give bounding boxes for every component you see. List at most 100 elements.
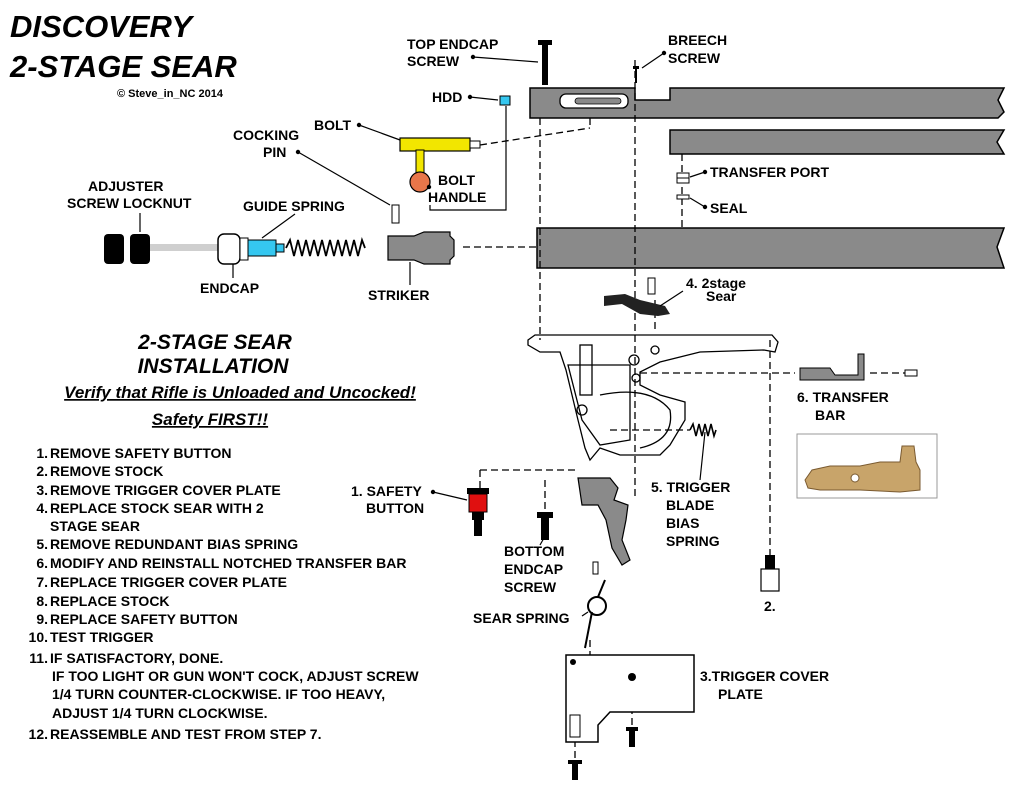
receiver-top [529, 87, 1006, 119]
label-safety-button: BUTTON [366, 500, 424, 516]
label-bolt: BOLT [314, 117, 352, 133]
label-breech-screw: BREECH [668, 32, 727, 48]
step-text: STAGE SEAR [50, 518, 140, 534]
step-number: 11. [29, 650, 48, 666]
cover-plate-screw [626, 727, 638, 747]
transfer-bar-photo-hole [850, 473, 860, 483]
label-top-endcap-screw: TOP ENDCAP [407, 36, 498, 52]
leader-line [297, 151, 391, 206]
copyright: © Steve_in_NC 2014 [117, 88, 224, 100]
bolt-part [399, 137, 481, 193]
label-trigger-spring: 5. TRIGGER [651, 479, 730, 495]
leader-line [689, 197, 706, 208]
label-trigger-spring: BLADE [666, 497, 714, 513]
transfer-bar-photo-part [804, 445, 921, 493]
cover-plate-screw [568, 760, 582, 780]
label-sear: Sear [706, 288, 737, 304]
trigger-bias-spring [689, 421, 717, 439]
label-striker: STRIKER [368, 287, 429, 303]
install-heading: 2-STAGE SEAR [137, 331, 292, 354]
label-sear: 4. 2stage [686, 275, 746, 291]
label-bottom-endcap: BOTTOM [504, 543, 564, 559]
leader-line [432, 491, 468, 501]
hdd-guide-line [429, 106, 507, 211]
seal-part [676, 194, 690, 200]
step-number: 12. [29, 726, 48, 742]
step-text: REMOVE TRIGGER COVER PLATE [50, 482, 281, 498]
label-adjuster: ADJUSTER [88, 178, 163, 194]
label-transfer-port: TRANSFER PORT [710, 164, 829, 180]
step-text: REMOVE STOCK [50, 463, 163, 479]
label-top-endcap-screw: SCREW [407, 53, 460, 69]
leader-line [659, 290, 684, 307]
sear-spring-pin [592, 561, 599, 575]
step-text: 1/4 TURN COUNTER-CLOCKWISE. IF TOO HEAVY… [52, 686, 385, 702]
bottom-endcap-screw [537, 512, 553, 540]
label-sear-spring: SEAR SPRING [473, 610, 570, 626]
step-text: REPLACE STOCK SEAR WITH 2 [50, 500, 264, 516]
label-trigger-spring: SPRING [666, 533, 720, 549]
breech-screw [633, 66, 639, 83]
leader-line [539, 537, 545, 546]
step-text: REASSEMBLE AND TEST FROM STEP 7. [50, 726, 321, 742]
trigger-blade [577, 477, 631, 566]
label-cocking-pin: PIN [263, 144, 286, 160]
step-text: IF SATISFACTORY, DONE. [50, 650, 223, 666]
leader-line [261, 213, 296, 239]
guide-part [247, 239, 285, 257]
step-text: REPLACE TRIGGER COVER PLATE [50, 574, 287, 590]
label-transfer-bar: 6. TRANSFER [797, 389, 889, 405]
label-cover-plate: PLATE [718, 686, 763, 702]
label-cocking-pin: COCKING [233, 127, 299, 143]
endcap-part [217, 233, 249, 265]
label-hdd: HDD [432, 89, 462, 105]
step-text: TEST TRIGGER [50, 629, 153, 645]
label-screw-2: 2. [764, 598, 776, 614]
step-number: 9. [36, 611, 48, 627]
leader-dot [426, 184, 432, 190]
transfer-bar-part [799, 353, 918, 381]
top-endcap-screw [538, 40, 552, 85]
step-text: MODIFY AND REINSTALL NOTCHED TRANSFER BA… [50, 555, 406, 571]
step-number: 2. [36, 463, 48, 479]
air-tube [536, 227, 1006, 269]
barrel [669, 129, 1006, 155]
step-number: 4. [36, 500, 48, 516]
step-number: 8. [36, 593, 48, 609]
safety-button-part [467, 488, 489, 536]
label-bottom-endcap: SCREW [504, 579, 557, 595]
step-text: REMOVE REDUNDANT BIAS SPRING [50, 536, 298, 552]
cocking-pin-part [391, 204, 400, 224]
step-number: 5. [36, 536, 48, 552]
label-bolt-handle: BOLT [438, 172, 476, 188]
adjuster-locknut [104, 234, 150, 264]
step-number: 10. [29, 629, 48, 645]
safety-warning: Safety FIRST!! [152, 410, 269, 429]
trigger-housing [527, 334, 779, 462]
transfer-port-part [676, 172, 690, 184]
step-text: REMOVE SAFETY BUTTON [50, 445, 232, 461]
step-number: 6. [36, 555, 48, 571]
leader-line [699, 431, 706, 481]
assembly-line [479, 127, 591, 146]
step-text: REPLACE SAFETY BUTTON [50, 611, 238, 627]
leader-line [689, 171, 706, 178]
bolt-handle-knob [409, 171, 431, 193]
label-transfer-bar: BAR [815, 407, 845, 423]
label-seal: SEAL [710, 200, 748, 216]
sear-pin [647, 277, 656, 295]
hdd-part [499, 95, 511, 106]
label-safety-button: 1. SAFETY [351, 483, 422, 499]
screw-2-part [760, 555, 780, 592]
step-number: 7. [36, 574, 48, 590]
title-line1: DISCOVERY [10, 9, 195, 44]
sear-spring-part [584, 579, 607, 649]
leader-line [472, 56, 539, 63]
title-line2: 2-STAGE SEAR [9, 49, 237, 84]
label-trigger-spring: BIAS [666, 515, 699, 531]
two-stage-sear-part [604, 294, 670, 316]
label-adjuster: SCREW LOCKNUT [67, 195, 192, 211]
label-bolt-handle: HANDLE [428, 189, 486, 205]
step-text: REPLACE STOCK [50, 593, 170, 609]
